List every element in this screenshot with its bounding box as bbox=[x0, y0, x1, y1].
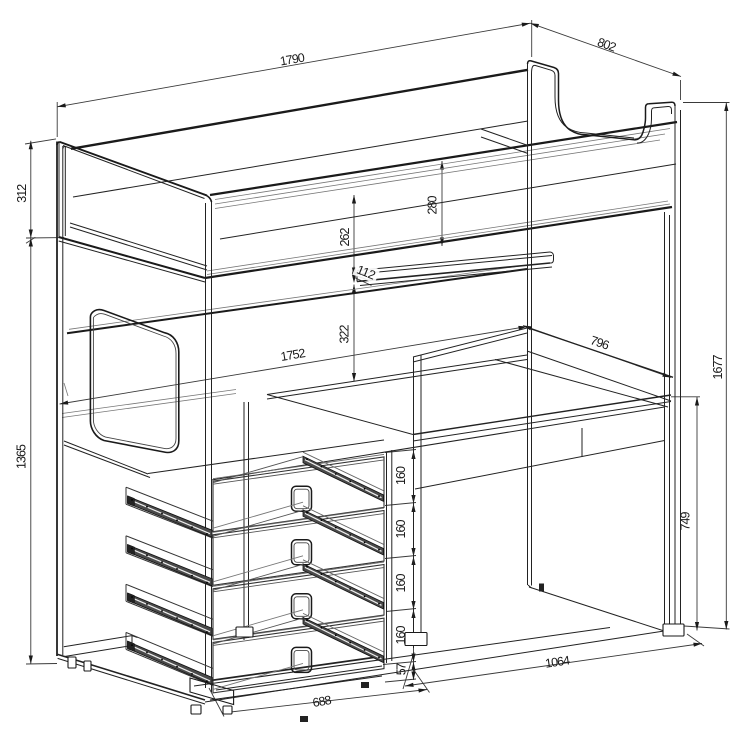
svg-text:280: 280 bbox=[426, 195, 440, 214]
svg-text:1365: 1365 bbox=[15, 444, 29, 469]
svg-text:57: 57 bbox=[395, 663, 409, 676]
svg-text:160: 160 bbox=[394, 466, 408, 485]
svg-text:160: 160 bbox=[394, 573, 408, 592]
svg-text:262: 262 bbox=[338, 227, 352, 246]
svg-text:749: 749 bbox=[679, 511, 693, 530]
svg-text:160: 160 bbox=[394, 625, 408, 644]
svg-text:322: 322 bbox=[338, 324, 352, 343]
svg-text:1677: 1677 bbox=[711, 354, 725, 379]
svg-text:312: 312 bbox=[15, 184, 29, 203]
svg-text:160: 160 bbox=[394, 519, 408, 538]
